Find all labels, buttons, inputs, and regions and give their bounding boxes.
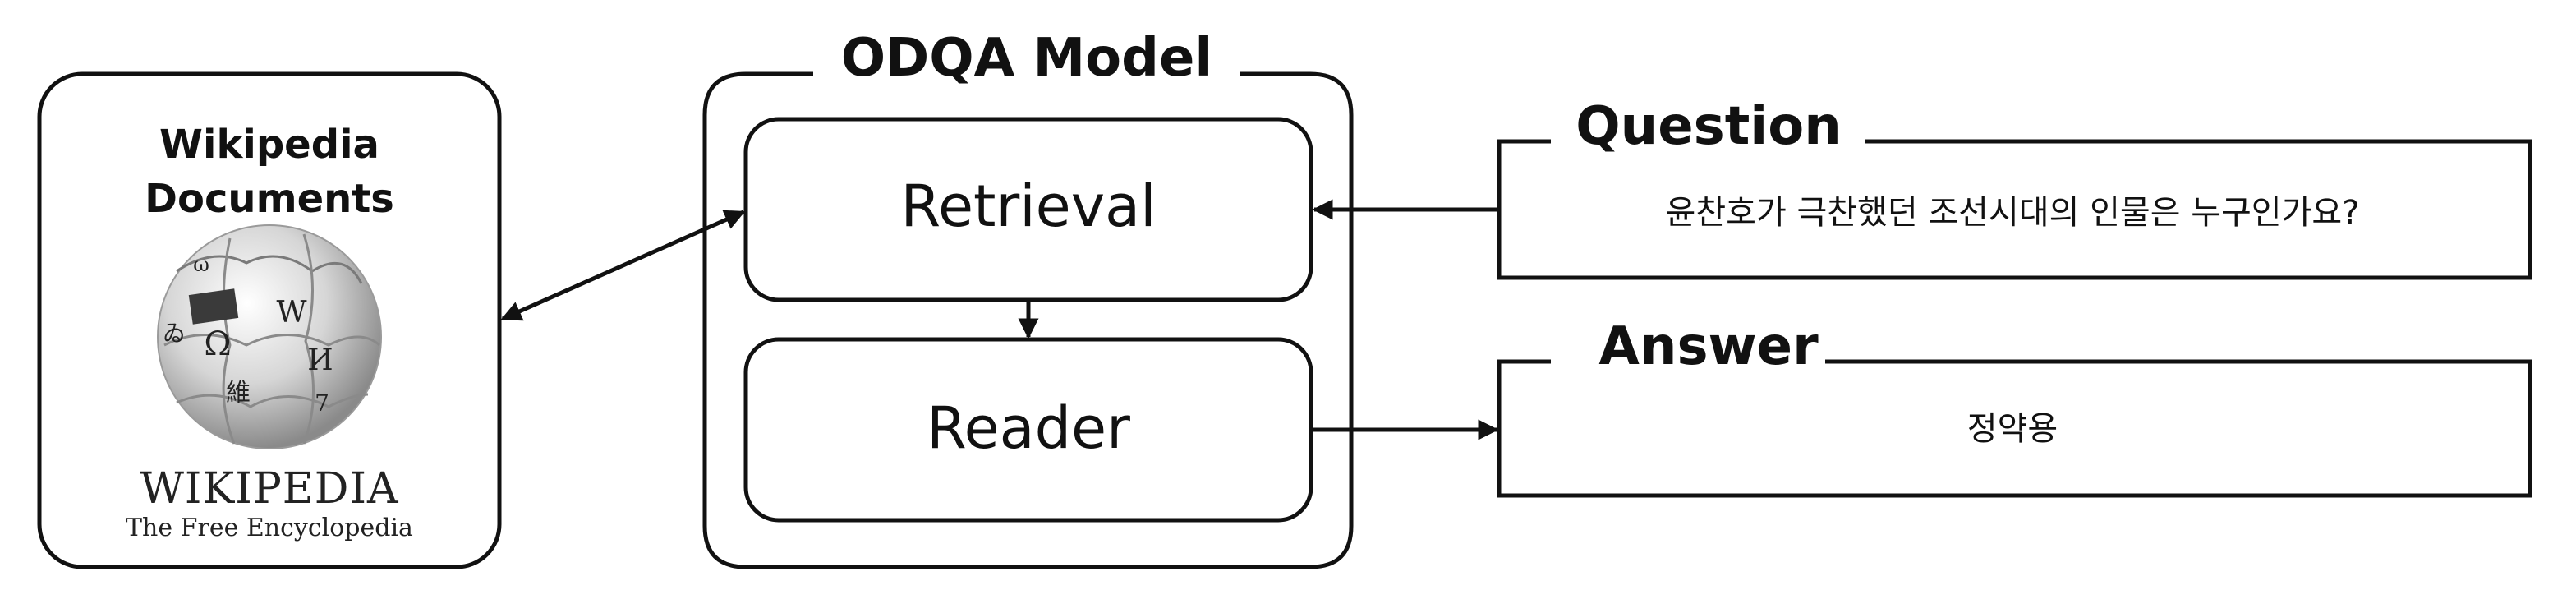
reader-label: Reader: [927, 394, 1130, 462]
svg-text:И: И: [307, 343, 333, 377]
answer-title: Answer: [1598, 316, 1819, 377]
question-title: Question: [1576, 96, 1842, 157]
retrieval-label: Retrieval: [900, 173, 1156, 240]
answer-text: 정약용: [1967, 410, 2058, 448]
wikipedia-tagline: The Free Encyclopedia: [126, 514, 413, 542]
wikipedia-title-line1: Wikipedia: [159, 122, 380, 168]
svg-text:W: W: [276, 296, 306, 330]
wikipedia-wordmark: WIKIPEDIA: [140, 464, 399, 514]
retrieval-box: Retrieval: [743, 117, 1313, 302]
wikipedia-retrieval-arrow: [500, 210, 746, 321]
reader-box: Reader: [743, 337, 1313, 523]
odqa-model-box: ODQA Model Retrieval Reader: [702, 28, 1354, 569]
svg-text:Ω: Ω: [204, 325, 231, 363]
svg-text:ゐ: ゐ: [163, 320, 186, 347]
wikipedia-title-line2: Documents: [145, 176, 394, 222]
wikipedia-globe-icon: Ω W И 維 ゐ 7 ω: [157, 224, 382, 449]
svg-text:ω: ω: [193, 253, 209, 276]
wikipedia-documents-box: Wikipedia Documents Ω W И 維 ゐ 7 ω WIKIPE…: [37, 71, 502, 569]
question-box: Question 윤찬호가 극찬했던 조선시대의 인물은 누구인가요?: [1497, 96, 2532, 280]
answer-box: Answer 정약용: [1497, 316, 2532, 498]
question-text: 윤찬호가 극찬했던 조선시대의 인물은 누구인가요?: [1666, 194, 2360, 232]
svg-text:7: 7: [315, 389, 329, 417]
svg-text:維: 維: [226, 379, 251, 408]
odqa-model-title: ODQA Model: [841, 28, 1213, 89]
